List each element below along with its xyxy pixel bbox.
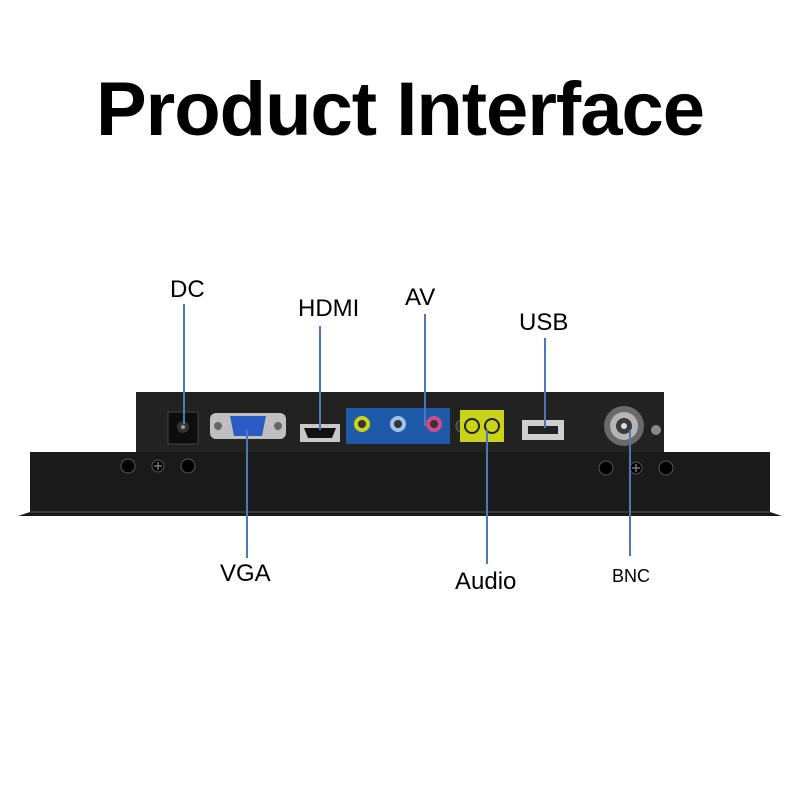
av-label: AV — [405, 284, 436, 311]
hdmi-port — [300, 424, 340, 442]
mounting-holes — [120, 458, 674, 476]
av-leader-line — [424, 314, 426, 426]
vga-leader-line — [246, 430, 248, 558]
vga-port — [210, 413, 286, 439]
usb-label: USB — [519, 309, 569, 336]
hdmi-leader-line — [319, 326, 321, 430]
audio-label: Audio — [455, 568, 517, 595]
page-title: Product Interface — [95, 67, 705, 152]
bnc-leader-line — [629, 430, 631, 556]
usb-leader-line — [544, 338, 546, 428]
bnc-port — [604, 406, 644, 446]
hdmi-label: HDMI — [298, 295, 360, 322]
usb-port — [522, 420, 564, 440]
dc-leader-line — [183, 304, 185, 424]
av-port-panel — [346, 408, 450, 444]
bnc-label: BNC — [612, 566, 651, 586]
chassis-frame — [18, 452, 782, 516]
vga-label: VGA — [220, 560, 271, 587]
audio-leader-line — [486, 430, 488, 564]
dc-label: DC — [170, 276, 205, 303]
audio-port-panel — [460, 410, 504, 442]
